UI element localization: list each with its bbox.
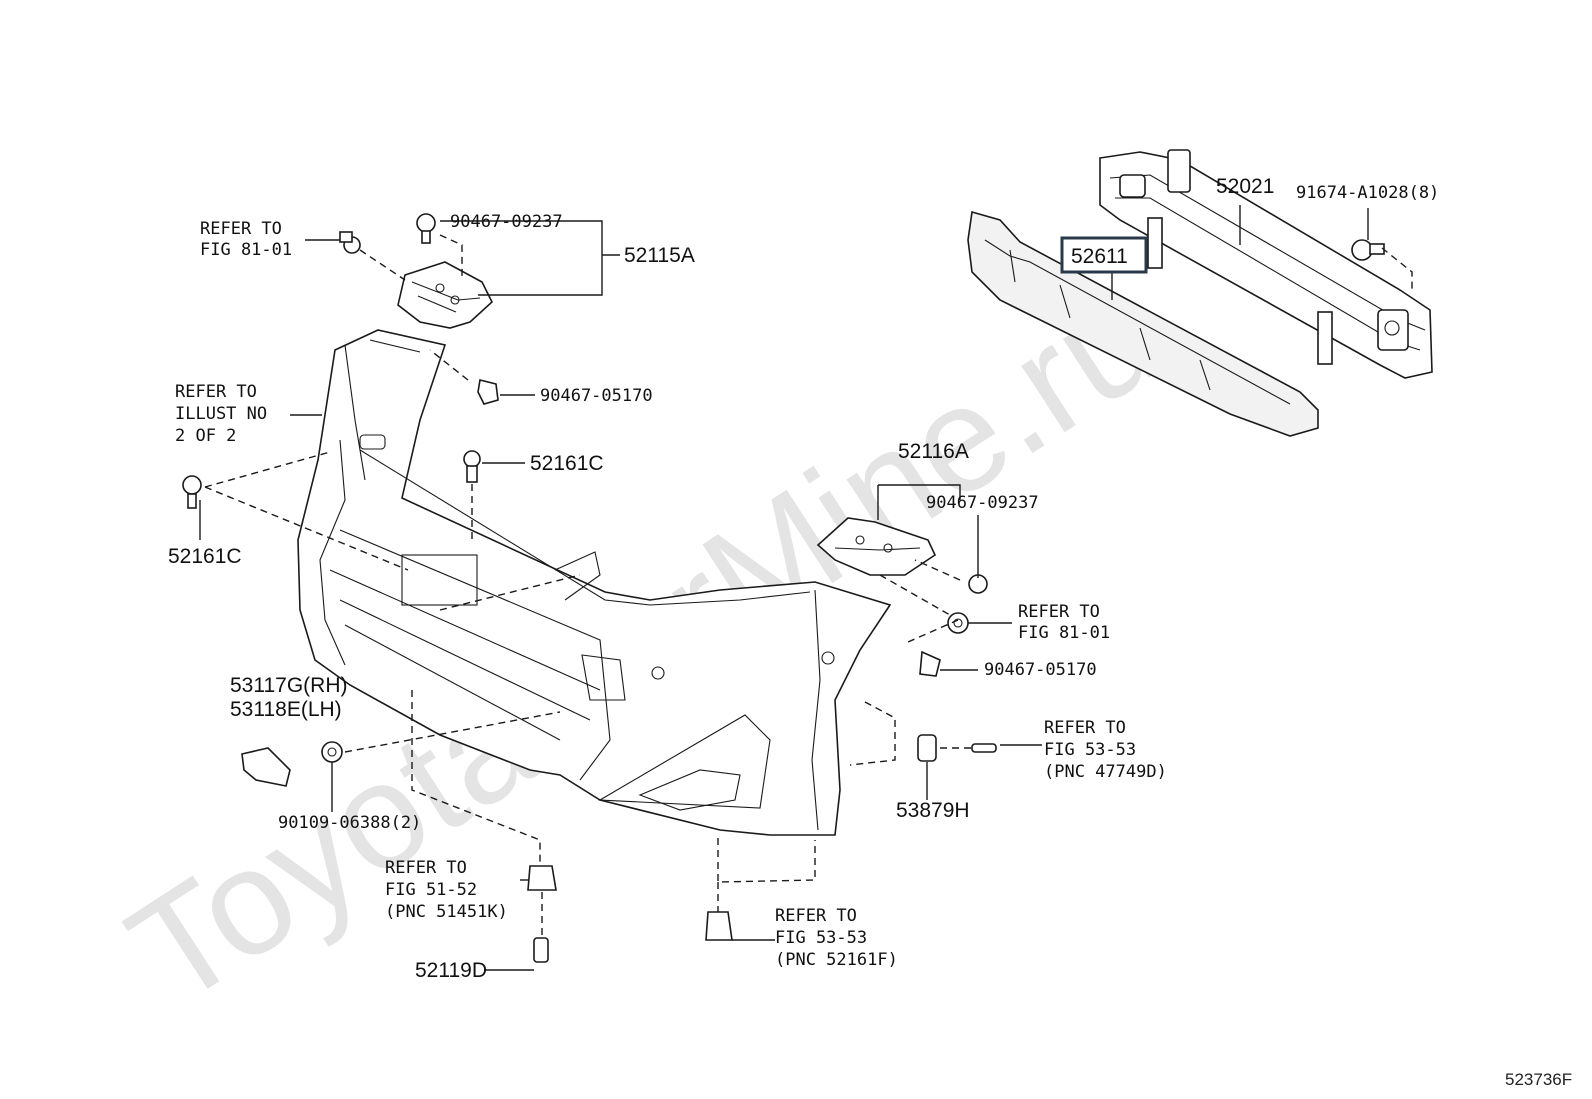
refer-fig-81-01-top-line2[interactable]: FIG 81-01 — [200, 240, 292, 260]
bumper-reinforcement[interactable] — [1099, 149, 1433, 379]
refer-fig-81-01-top-line1: REFER TO — [200, 219, 282, 239]
bolt-top-right-icon[interactable] — [1351, 239, 1385, 261]
bracket-53117-icon[interactable] — [241, 747, 291, 787]
clip-right-icon[interactable] — [919, 650, 941, 677]
pin-icon[interactable] — [917, 734, 937, 762]
figure-code: 523736F — [1505, 1070, 1572, 1089]
refer-illust-line2[interactable]: ILLUST NO — [175, 404, 267, 424]
part-53117g-label[interactable]: 53117G(RH) — [230, 674, 348, 697]
part-52115a-label[interactable]: 52115A — [624, 244, 695, 267]
part-52161c-left-label[interactable]: 52161C — [168, 545, 242, 568]
part-53879h-label[interactable]: 53879H — [896, 799, 970, 822]
push-pin-bottom-icon[interactable] — [705, 911, 733, 941]
refer-fig-53-53-right-line1: REFER TO — [1044, 718, 1126, 738]
refer-fig-51-52-line3: (PNC 51451K) — [385, 902, 508, 922]
refer-fig-53-53-right-line2[interactable]: FIG 53-53 — [1044, 740, 1136, 760]
refer-fig-81-01-right-line2[interactable]: FIG 81-01 — [1018, 623, 1110, 643]
push-clip-left-icon[interactable] — [182, 475, 202, 509]
bumper-retainer-right[interactable] — [816, 517, 937, 576]
refer-illust-line3: 2 OF 2 — [175, 426, 236, 446]
part-52119d-label[interactable]: 52119D — [415, 959, 487, 982]
refer-fig-51-52-line1: REFER TO — [385, 858, 467, 878]
clip-bottom-icon[interactable] — [527, 865, 557, 891]
part-53118e-label[interactable]: 53118E(LH) — [230, 698, 342, 721]
refer-fig-51-52-line2[interactable]: FIG 51-52 — [385, 880, 477, 900]
part-90467-05170-right-label[interactable]: 90467-05170 — [984, 660, 1097, 680]
part-90109-label[interactable]: 90109-06388(2) — [278, 813, 421, 833]
refer-fig-53-53-bottom-line1: REFER TO — [775, 906, 857, 926]
push-clip-icon[interactable] — [463, 450, 481, 483]
part-52161c-top-label[interactable]: 52161C — [530, 452, 604, 475]
bumper-energy-absorber[interactable] — [967, 210, 1319, 437]
part-91674-label[interactable]: 91674-A1028(8) — [1296, 183, 1439, 203]
refer-fig-53-53-bottom-line2[interactable]: FIG 53-53 — [775, 928, 867, 948]
screw-icon[interactable] — [416, 213, 436, 244]
refer-illust-line1: REFER TO — [175, 382, 257, 402]
screw-bottom-icon[interactable] — [533, 937, 549, 963]
screw-small-icon[interactable] — [971, 743, 997, 753]
bumper-retainer-left[interactable] — [397, 261, 493, 329]
refer-fig-53-53-right-line3: (PNC 47749D) — [1044, 762, 1167, 782]
refer-fig-53-53-bottom-line3: (PNC 52161F) — [775, 950, 898, 970]
part-52116a-label[interactable]: 52116A — [898, 440, 969, 463]
bolt-icon[interactable] — [339, 231, 361, 254]
part-52021-label[interactable]: 52021 — [1216, 175, 1274, 198]
refer-fig-81-01-right-line1: REFER TO — [1018, 602, 1100, 622]
part-90467-09237-right-label[interactable]: 90467-09237 — [926, 493, 1039, 513]
highlight-box — [1060, 236, 1148, 274]
bolt-right-icon[interactable] — [947, 612, 969, 634]
leader-lines — [199, 205, 1369, 971]
part-90467-09237-top-label[interactable]: 90467-09237 — [450, 212, 563, 232]
dashed-assembly-lines — [204, 234, 1413, 936]
bolt-bottom-icon[interactable] — [321, 741, 343, 763]
part-52611-label[interactable]: 52611 — [1071, 245, 1128, 268]
part-90467-05170-top-label[interactable]: 90467-05170 — [540, 386, 653, 406]
front-bumper-cover[interactable] — [297, 329, 892, 836]
clip-icon[interactable] — [477, 379, 499, 405]
